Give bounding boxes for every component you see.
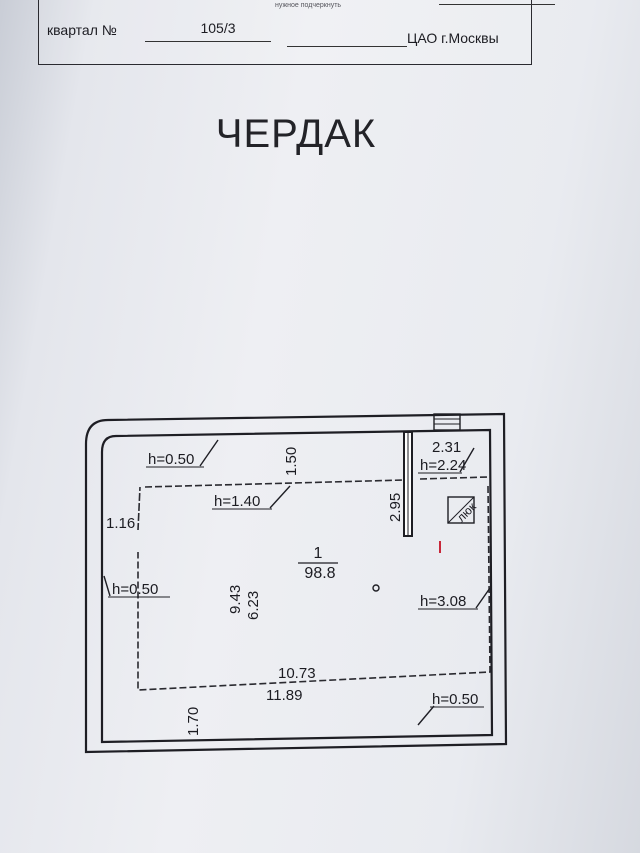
dimension-left-offset: 1.16 [106, 515, 135, 532]
header-tiny-text: нужное подчеркнуть [275, 2, 342, 9]
kvartal-underline [145, 41, 271, 42]
page-title: ЧЕРДАК [215, 112, 377, 156]
header-top-line [439, 4, 555, 5]
kvartal-label: квартал № [47, 22, 117, 38]
hatch-box [447, 496, 475, 524]
district-underline [287, 46, 407, 47]
outer-wall-inner [100, 428, 494, 744]
height-label-bottom-right: h=0.50 [432, 691, 478, 708]
height-label-top-left: h=0.50 [148, 451, 194, 468]
room-number: 1 [314, 545, 323, 562]
dimension-bottom-offset: 1.70 [185, 707, 202, 736]
dimension-partition: 2.95 [387, 493, 404, 522]
height-label-right: h=3.08 [420, 593, 466, 610]
dimension-width-outer: 11.89 [266, 687, 302, 704]
room-area: 98.8 [304, 565, 335, 582]
dimension-width-inner: 10.73 [278, 665, 316, 682]
column-marker [372, 584, 380, 592]
low-ceiling-boundary [137, 476, 491, 691]
hatch-label: люк [454, 499, 479, 524]
kvartal-value: 105/3 [200, 20, 236, 36]
dimension-right-room-width: 2.31 [432, 439, 461, 456]
district-name: ЦАО г.Москвы [407, 30, 499, 46]
dimension-height-inner: 6.23 [245, 591, 262, 620]
outer-wall-outer [84, 412, 508, 754]
height-label-right-room: h=2.24 [420, 457, 466, 474]
dimension-height-outer: 9.43 [227, 585, 244, 614]
dimension-top-offset: 1.50 [283, 447, 300, 476]
height-label-inner: h=1.40 [214, 493, 260, 510]
header-stamp-box: нужное подчеркнуть квартал № 105/3 ЦАО г… [38, 0, 555, 65]
height-label-left: h=0.50 [112, 581, 158, 598]
roof-vent [433, 413, 461, 431]
